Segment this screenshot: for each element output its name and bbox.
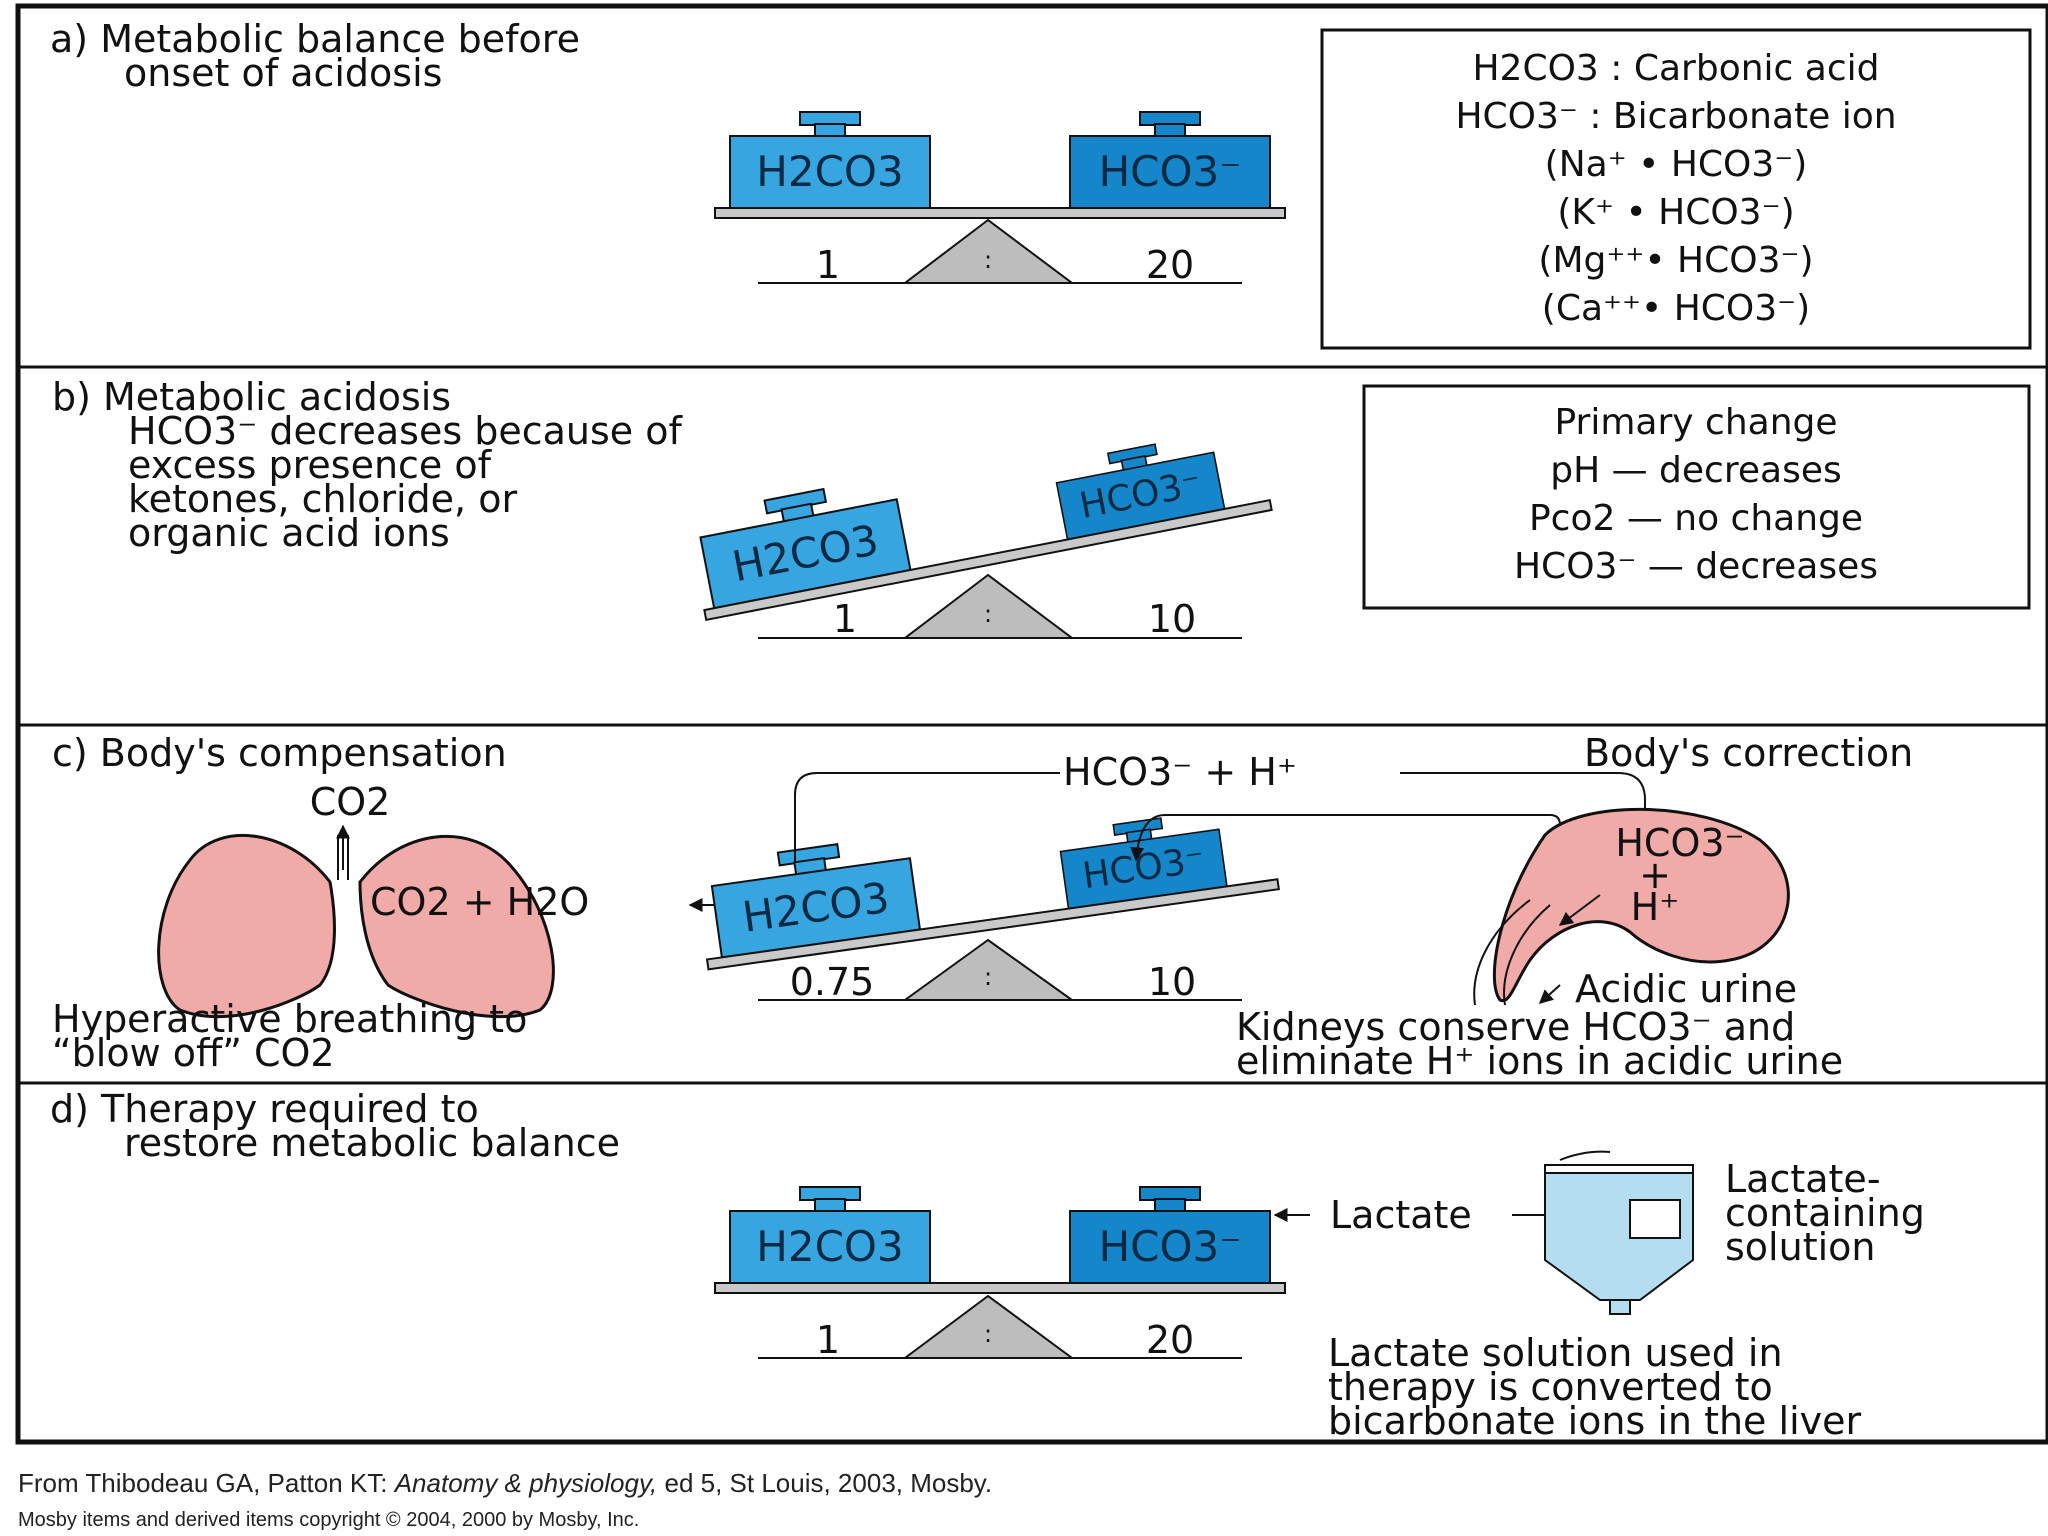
- copyright: Mosby items and derived items copyright …: [18, 1509, 639, 1531]
- kidney-body: [1492, 807, 1790, 1003]
- ratio-left: 1: [833, 597, 857, 641]
- balance-beam: [703, 498, 1273, 622]
- balance-beam: [705, 878, 1280, 971]
- weight-h2co3-label: H2CO3: [756, 1222, 903, 1271]
- kidney-line1: Kidneys conserve HCO3⁻ and: [1236, 1005, 1795, 1049]
- iv-bag-top: [1544, 1164, 1694, 1174]
- ratio-colon: :: [984, 600, 992, 628]
- lactate-label: Lactate: [1330, 1193, 1472, 1237]
- change-heading: Primary change: [1554, 402, 1837, 443]
- weight-hco3-label: HCO3⁻: [1099, 147, 1242, 196]
- legend-k: (K⁺ • HCO3⁻): [1557, 192, 1794, 233]
- citation: From Thibodeau GA, Patton KT: Anatomy & …: [18, 1468, 992, 1498]
- legend-box: H2CO3 : Carbonic acid HCO3⁻ : Bicarbonat…: [1320, 28, 2032, 350]
- legend-ca: (Ca⁺⁺• HCO3⁻): [1542, 288, 1810, 329]
- acidic-urine-label: Acidic urine: [1575, 967, 1797, 1011]
- legend-h2co3: H2CO3 : Carbonic acid: [1472, 48, 1879, 89]
- panel-c-title: c) Body's compensation: [52, 731, 507, 775]
- kidney-line2: eliminate H⁺ ions in acidic urine: [1236, 1039, 1843, 1083]
- ratio-right: 10: [1148, 960, 1196, 1004]
- legend-hco3: HCO3⁻ : Bicarbonate ion: [1455, 96, 1896, 137]
- kidney-plus: +: [1639, 853, 1671, 897]
- hco3-h-label: HCO3⁻ + H⁺: [1063, 750, 1297, 794]
- citation-title: Anatomy & physiology,: [393, 1468, 658, 1498]
- lungs-reaction-label: CO2 + H2O: [370, 880, 589, 924]
- kidney-return-arrow: [1130, 814, 1561, 862]
- legend-mg: (Mg⁺⁺• HCO3⁻): [1538, 240, 1813, 281]
- legend-na: (Na⁺ • HCO3⁻): [1545, 144, 1808, 185]
- note-line1: Lactate solution used in: [1328, 1331, 1783, 1375]
- panel-b: b) Metabolic acidosis HCO3⁻ decreases be…: [52, 375, 2031, 641]
- to-kidney-arrow: [1400, 772, 1652, 824]
- panel-a-title-line2: onset of acidosis: [124, 51, 442, 95]
- panel-b-title-line1: b) Metabolic acidosis: [52, 375, 451, 419]
- urine-arrow: [1538, 984, 1561, 1004]
- weight-h2co3: H2CO3: [707, 833, 921, 959]
- ratio-right: 20: [1146, 243, 1194, 287]
- note-line3: bicarbonate ions in the liver: [1328, 1399, 1861, 1443]
- panel-c: c) Body's compensation CO2 CO2 + H2O Hyp…: [52, 731, 1913, 1083]
- balance-beam: [714, 1282, 1286, 1294]
- connector-up-line: [794, 772, 1060, 862]
- note-line2: therapy is converted to: [1328, 1365, 1773, 1409]
- panel-d-title-line2: restore metabolic balance: [124, 1121, 620, 1165]
- iv-bag-port: [1609, 1299, 1631, 1315]
- lungs: CO2 CO2 + H2O: [157, 780, 730, 1019]
- ratio-colon: :: [984, 1320, 992, 1348]
- panel-d: d) Therapy required to restore metabolic…: [50, 1087, 1925, 1443]
- balance-beam: [714, 207, 1286, 219]
- iv-bag-label: [1629, 1199, 1681, 1239]
- panel-b-title-line3: excess presence of: [128, 443, 493, 487]
- panel-a-title-line1: a) Metabolic balance before: [50, 17, 580, 61]
- weight-h2co3: H2CO3: [694, 474, 912, 610]
- change-pco2: Pco2 — no change: [1529, 498, 1863, 539]
- change-hco3: HCO3⁻ — decreases: [1514, 546, 1878, 587]
- ratio-right: 20: [1146, 1318, 1194, 1362]
- kidney-h-arrow: [1558, 894, 1601, 926]
- weight-hco3: HCO3⁻: [1069, 1186, 1271, 1284]
- citation-suffix: ed 5, St Louis, 2003, Mosby.: [657, 1468, 992, 1498]
- solution-line2: containing: [1725, 1191, 1925, 1235]
- breathing-line2: “blow off” CO2: [52, 1031, 335, 1075]
- trachea: [337, 835, 349, 880]
- ratio-left: 1: [816, 243, 840, 287]
- panel-d-title-line1: d) Therapy required to: [50, 1087, 479, 1131]
- weight-hco3-label: HCO3⁻: [1099, 1222, 1242, 1271]
- ureter: [1473, 899, 1551, 1006]
- panel-b-title-line2: HCO3⁻ decreases because of: [128, 409, 683, 453]
- ratio-colon: :: [984, 963, 992, 991]
- balance-scale-c: H2CO3 HCO3⁻ : 0.75 10: [705, 809, 1280, 1004]
- ratio-left: 0.75: [790, 960, 875, 1004]
- balance-scale-b: H2CO3 HCO3⁻ : 1 10: [694, 432, 1273, 641]
- kidney-h: H⁺: [1631, 885, 1680, 929]
- ratio-right: 10: [1148, 597, 1196, 641]
- solution-line1: Lactate-: [1725, 1157, 1881, 1201]
- primary-change-box: Primary change pH — decreases Pco2 — no …: [1362, 384, 2031, 610]
- breathing-line1: Hyperactive breathing to: [52, 997, 527, 1041]
- kidney-hco3: HCO3⁻: [1615, 821, 1744, 865]
- weight-h2co3: H2CO3: [729, 1186, 931, 1284]
- right-lung: [358, 835, 555, 1019]
- balance-scale-d: H2CO3 HCO3⁻ : 1 20: [714, 1186, 1286, 1362]
- lungs-co2-label: CO2: [310, 780, 391, 824]
- body-correction-label: Body's correction: [1584, 731, 1913, 775]
- change-ph: pH — decreases: [1550, 450, 1841, 491]
- balance-scale-a: H2CO3 HCO3⁻ : 1 20: [714, 111, 1286, 287]
- panel-b-title-line5: organic acid ions: [128, 511, 450, 555]
- iv-bag: [1544, 1150, 1694, 1315]
- iv-bag-hanger: [1559, 1150, 1611, 1161]
- panel-b-title-line4: ketones, chloride, or: [128, 477, 517, 521]
- kidney: HCO3⁻ + H⁺: [1473, 807, 1790, 1006]
- citation-prefix: From Thibodeau GA, Patton KT:: [18, 1468, 395, 1498]
- ratio-left: 1: [816, 1318, 840, 1362]
- solution-line3: solution: [1725, 1225, 1875, 1269]
- weight-h2co3-label: H2CO3: [756, 147, 903, 196]
- left-lung: [157, 833, 336, 1019]
- weight-h2co3: H2CO3: [729, 111, 931, 209]
- panel-a: a) Metabolic balance before onset of aci…: [50, 17, 2032, 350]
- ratio-colon: :: [984, 246, 992, 274]
- weight-hco3: HCO3⁻: [1069, 111, 1271, 209]
